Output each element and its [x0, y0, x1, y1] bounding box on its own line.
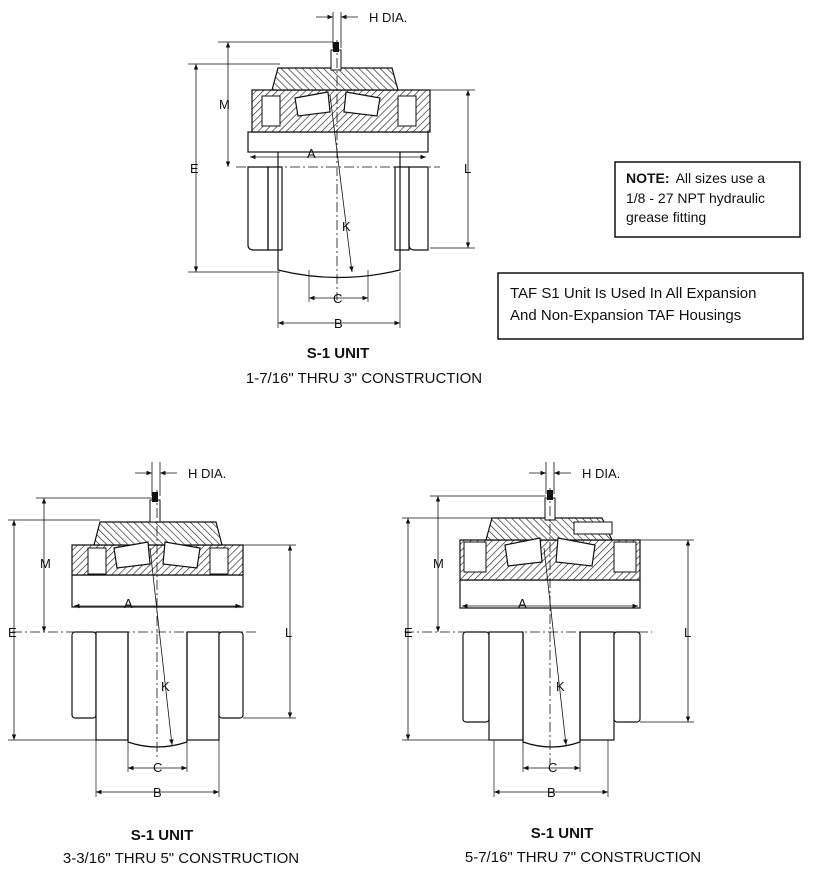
- unit2-m-label: M: [40, 556, 51, 571]
- note-line-2: 1/8 - 27 NPT hydraulic: [626, 190, 765, 206]
- unit2-a-label: A: [124, 596, 133, 611]
- unit1-a-label: A: [307, 146, 316, 161]
- note-box: [614, 161, 801, 238]
- note-line-1: NOTE: All sizes use a: [626, 170, 765, 186]
- unit1-l-label: L: [464, 161, 471, 176]
- unit1-title: S-1 UNIT: [307, 345, 370, 362]
- unit3-title: S-1 UNIT: [531, 825, 594, 842]
- unit2-title: S-1 UNIT: [131, 827, 194, 844]
- unit2-l-label: L: [285, 625, 292, 640]
- unit3-a-label: A: [518, 596, 527, 611]
- note-line-3: grease fitting: [626, 209, 706, 225]
- unit3-h-label: H DIA.: [582, 466, 620, 481]
- note-text-1: All sizes use a: [676, 170, 766, 186]
- unit1-e-label: E: [190, 161, 199, 176]
- unit1-subtitle: 1-7/16" THRU 3" CONSTRUCTION: [246, 370, 482, 387]
- unit1-c-label: C: [333, 291, 342, 306]
- unit-3-drawing: [402, 462, 694, 797]
- unit2-h-label: H DIA.: [188, 466, 226, 481]
- unit-1-drawing: [188, 12, 475, 328]
- unit2-c-label: C: [153, 760, 162, 775]
- unit3-e-label: E: [404, 625, 413, 640]
- taf-line-2: And Non-Expansion TAF Housings: [510, 307, 741, 324]
- taf-box: [497, 272, 804, 340]
- unit2-e-label: E: [8, 625, 17, 640]
- unit2-k-label: K: [161, 679, 170, 694]
- unit1-k-label: K: [342, 219, 351, 234]
- unit3-b-label: B: [547, 785, 556, 800]
- unit3-subtitle: 5-7/16" THRU 7" CONSTRUCTION: [465, 849, 701, 866]
- taf-line-1: TAF S1 Unit Is Used In All Expansion: [510, 285, 757, 302]
- unit2-subtitle: 3-3/16" THRU 5" CONSTRUCTION: [63, 850, 299, 867]
- unit3-k-label: K: [556, 679, 565, 694]
- unit-2-drawing: [8, 462, 296, 797]
- unit3-c-label: C: [548, 760, 557, 775]
- unit1-b-label: B: [334, 316, 343, 331]
- unit1-m-label: M: [219, 97, 230, 112]
- note-label: NOTE:: [626, 170, 670, 186]
- unit2-b-label: B: [153, 785, 162, 800]
- unit3-l-label: L: [684, 625, 691, 640]
- unit3-m-label: M: [433, 556, 444, 571]
- unit1-h-label: H DIA.: [369, 10, 407, 25]
